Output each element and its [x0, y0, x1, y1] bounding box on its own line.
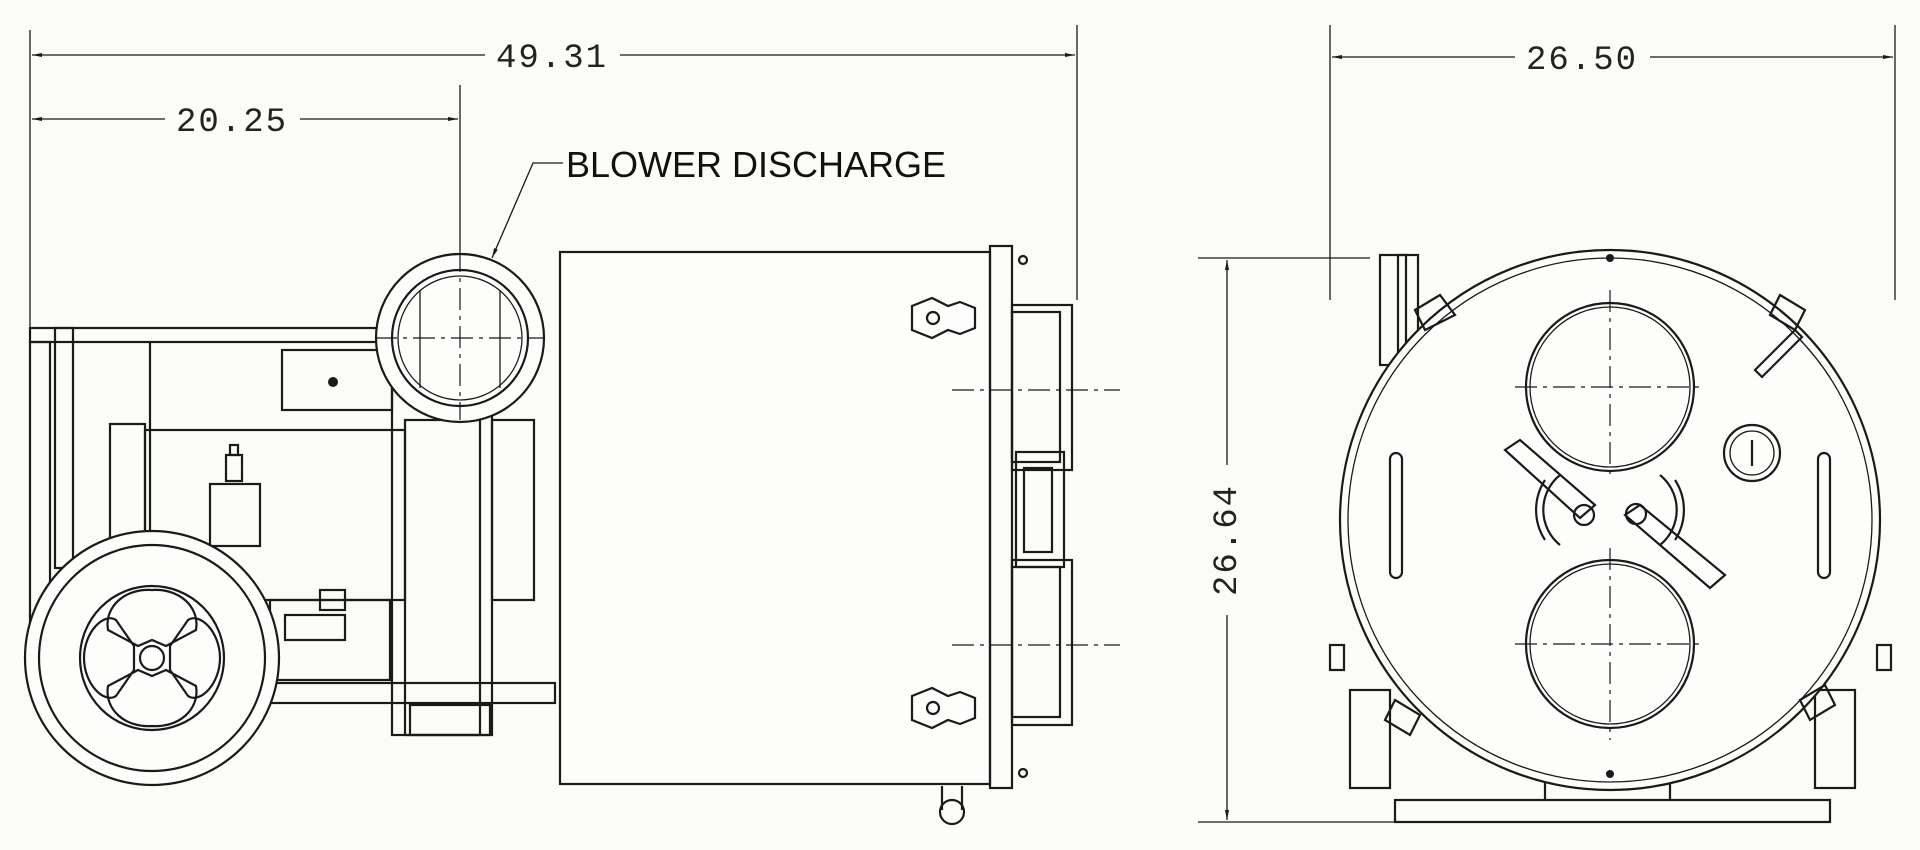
- dimension-label: 26.50: [1526, 42, 1638, 80]
- dimension-width: 26.50: [1332, 42, 1893, 80]
- lower-latch: [910, 686, 977, 730]
- dimension-overall-length: 49.31: [32, 40, 1075, 78]
- callout-label: BLOWER DISCHARGE: [566, 144, 946, 185]
- motor: [108, 422, 407, 612]
- upper-latch: [910, 296, 977, 340]
- dimension-height: 26.64: [1209, 260, 1247, 820]
- wheel: [23, 529, 281, 787]
- collector-drum: [558, 244, 1120, 826]
- discharge-port: [374, 250, 546, 424]
- dimension-label: 26.64: [1209, 484, 1247, 596]
- right-valve: [1623, 474, 1727, 590]
- side-view: 49.31 20.25 BLOWER DISCHARGE: [23, 25, 1120, 826]
- front-view: 26.50 26.64: [1198, 25, 1896, 824]
- drum-face: [1338, 248, 1882, 792]
- left-valve: [1503, 438, 1597, 546]
- dimension-label: 49.31: [496, 40, 608, 78]
- dimension-label: 20.25: [176, 104, 288, 142]
- dimension-to-discharge: 20.25: [32, 104, 458, 142]
- blower-discharge-callout: BLOWER DISCHARGE: [491, 144, 946, 259]
